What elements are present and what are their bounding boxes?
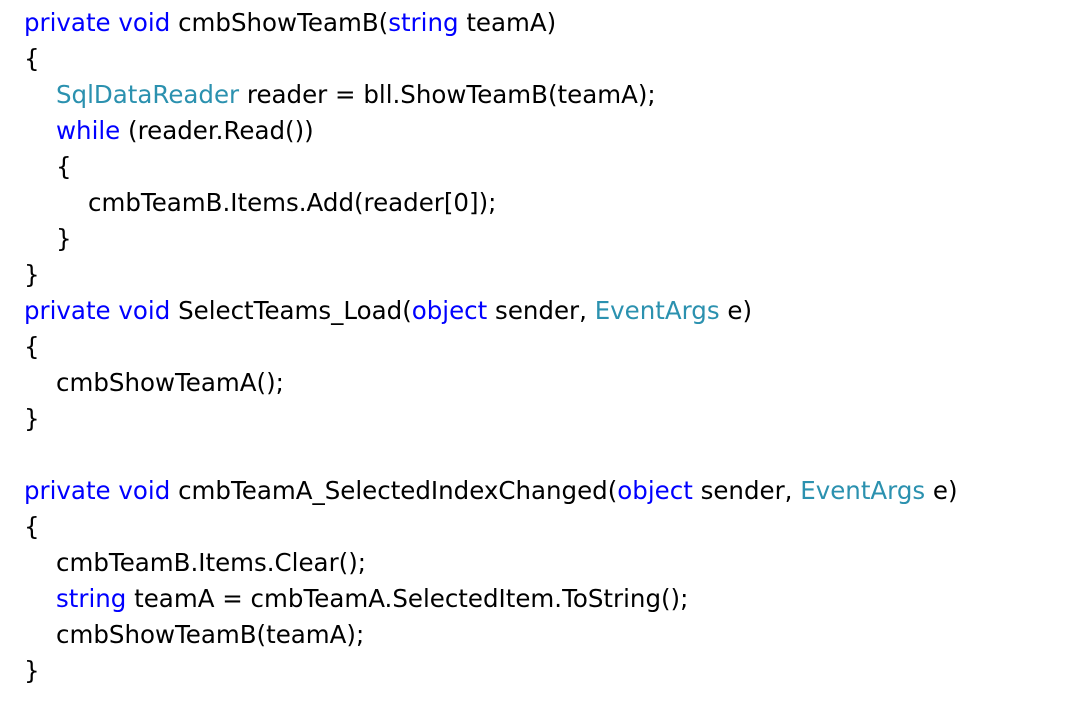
code-line: SqlDataReader reader = bll.ShowTeamB(tea… — [0, 77, 656, 113]
code-keyword: void — [118, 8, 171, 37]
code-text: cmbShowTeamA(); — [56, 368, 284, 397]
code-text: sender, — [487, 296, 595, 325]
code-text: cmbTeamB.Items.Add(reader[0]); — [88, 188, 497, 217]
code-line: } — [0, 653, 40, 689]
code-keyword: private — [24, 8, 111, 37]
code-text: { — [24, 332, 40, 361]
code-line: } — [0, 221, 72, 257]
code-text: { — [24, 44, 40, 73]
code-keyword: object — [411, 296, 488, 325]
code-line: string teamA = cmbTeamA.SelectedItem.ToS… — [0, 581, 688, 617]
code-text: cmbShowTeamB(teamA); — [56, 620, 365, 649]
code-text: cmbShowTeamB( — [170, 8, 389, 37]
code-line: cmbTeamB.Items.Clear(); — [0, 545, 366, 581]
code-text: e) — [925, 476, 958, 505]
code-line: private void SelectTeams_Load(object sen… — [0, 293, 752, 329]
code-line: } — [0, 401, 40, 437]
code-type-name: EventArgs — [800, 476, 926, 505]
code-keyword: private — [24, 296, 111, 325]
code-line: cmbShowTeamA(); — [0, 365, 284, 401]
code-keyword: private — [24, 476, 111, 505]
code-text: SelectTeams_Load( — [170, 296, 412, 325]
code-type-name: SqlDataReader — [56, 80, 240, 109]
code-text: { — [24, 512, 40, 541]
code-line: } — [0, 257, 40, 293]
code-text: } — [24, 656, 40, 685]
code-line: private void cmbTeamA_SelectedIndexChang… — [0, 473, 958, 509]
code-text: } — [24, 260, 40, 289]
code-keyword: void — [118, 296, 171, 325]
code-text: teamA = cmbTeamA.SelectedItem.ToString()… — [126, 584, 689, 613]
code-text: cmbTeamA_SelectedIndexChanged( — [170, 476, 618, 505]
code-line: { — [0, 149, 72, 185]
code-keyword: while — [56, 116, 121, 145]
code-text: } — [56, 224, 72, 253]
code-line: { — [0, 41, 40, 77]
code-line: cmbTeamB.Items.Add(reader[0]); — [0, 185, 496, 221]
code-text: reader = bll.ShowTeamB(teamA); — [239, 80, 656, 109]
code-text: } — [24, 404, 40, 433]
code-line: while (reader.Read()) — [0, 113, 314, 149]
code-text: (reader.Read()) — [120, 116, 314, 145]
code-line: private void cmbShowTeamB(string teamA) — [0, 5, 556, 41]
code-line: cmbShowTeamB(teamA); — [0, 617, 364, 653]
code-text: sender, — [692, 476, 801, 505]
code-text: cmbTeamB.Items.Clear(); — [56, 548, 367, 577]
code-line — [0, 437, 24, 473]
code-keyword: string — [388, 8, 459, 37]
code-text: e) — [719, 296, 753, 325]
code-text: teamA) — [458, 8, 557, 37]
code-line: { — [0, 329, 40, 365]
code-keyword: void — [118, 476, 171, 505]
code-type-name: EventArgs — [594, 296, 720, 325]
code-keyword: string — [56, 584, 127, 613]
code-text: { — [56, 152, 72, 181]
code-line: { — [0, 509, 40, 545]
code-keyword: object — [617, 476, 693, 505]
